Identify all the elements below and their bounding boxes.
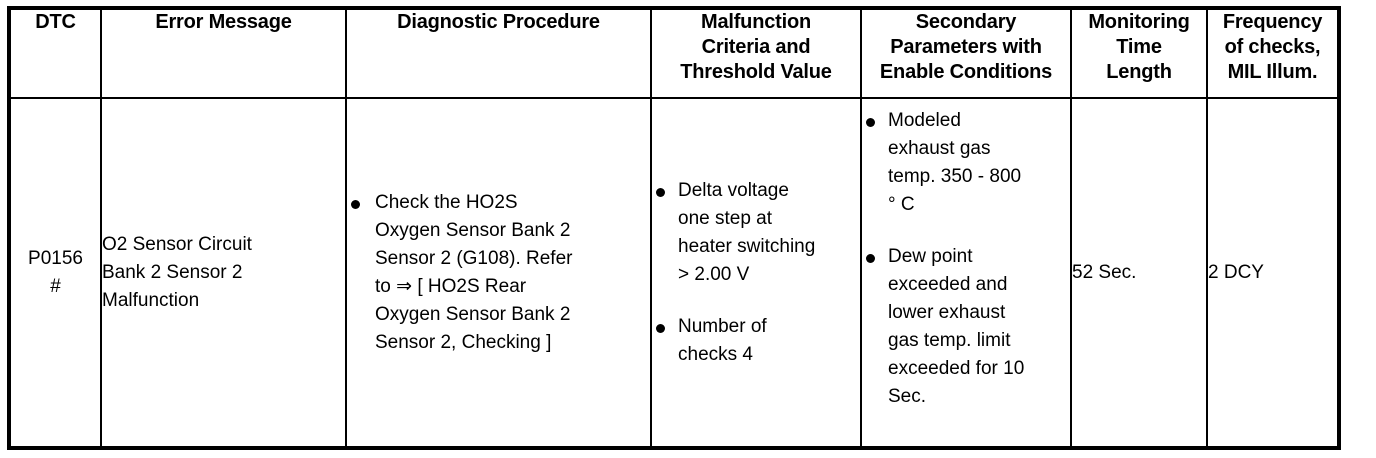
dtc-code-suffix: # — [50, 275, 61, 297]
header-row: DTC Error Message Diagnostic Procedure M… — [9, 7, 1339, 99]
bullet-icon — [866, 254, 875, 263]
list-item: Check the HO2S Oxygen Sensor Bank 2 Sens… — [347, 189, 650, 357]
error-message-line: Malfunction — [102, 289, 200, 311]
bullet-line: Number of — [678, 315, 767, 337]
header-line: Enable Conditions — [879, 61, 1053, 83]
diagnostic-procedure-list: Check the HO2S Oxygen Sensor Bank 2 Sens… — [347, 189, 650, 357]
bullet-line: Delta voltage — [678, 179, 789, 201]
error-message-line: O2 Sensor Circuit — [102, 233, 252, 255]
bullet-line: > 2.00 V — [678, 263, 750, 285]
column-header-malfunction-criteria: Malfunction Criteria and Threshold Value — [650, 7, 862, 99]
header-line: Criteria and — [701, 36, 811, 58]
cell-monitoring-time-length: 52 Sec. — [1070, 97, 1208, 449]
column-header-dtc: DTC — [9, 7, 102, 99]
list-item: Dew point exceeded and lower exhaust gas… — [862, 243, 1070, 411]
cell-secondary-parameters: Modeled exhaust gas temp. 350 - 800 ° C … — [860, 97, 1072, 449]
header-line: Secondary — [915, 11, 1017, 33]
header-line: Malfunction — [700, 11, 811, 33]
malfunction-criteria-list: Delta voltage one step at heater switchi… — [652, 177, 860, 369]
header-line: Parameters with — [890, 36, 1042, 58]
header-line: MIL Illum. — [1227, 61, 1318, 83]
column-header-frequency-of-checks: Frequency of checks, MIL Illum. — [1206, 7, 1339, 99]
bullet-line: Modeled — [888, 110, 961, 131]
cell-error-message: O2 Sensor Circuit Bank 2 Sensor 2 Malfun… — [100, 97, 347, 449]
list-item: Number of checks 4 — [652, 313, 860, 369]
column-header-error-message: Error Message — [100, 7, 347, 99]
bullet-line: checks 4 — [678, 343, 753, 365]
bullet-line: Oxygen Sensor Bank 2 — [375, 303, 571, 325]
header-line: Error Message — [155, 11, 292, 33]
header-line: Monitoring — [1088, 11, 1190, 33]
bullet-line: Oxygen Sensor Bank 2 — [375, 219, 571, 241]
bullet-line: temp. 350 - 800 — [888, 166, 1022, 187]
header-line: Threshold Value — [680, 61, 832, 83]
bullet-line: one step at — [678, 207, 773, 229]
table-row: P0156 # O2 Sensor Circuit Bank 2 Sensor … — [9, 97, 1339, 449]
column-header-secondary-parameters: Secondary Parameters with Enable Conditi… — [860, 7, 1072, 99]
table-body: P0156 # O2 Sensor Circuit Bank 2 Sensor … — [9, 97, 1339, 449]
bullet-line: Sensor 2 (G108). Refer — [375, 247, 573, 269]
table-header: DTC Error Message Diagnostic Procedure M… — [9, 7, 1339, 99]
bullet-line: exceeded and — [888, 274, 1008, 295]
list-item: Modeled exhaust gas temp. 350 - 800 ° C — [862, 107, 1070, 219]
header-line: Diagnostic Procedure — [397, 11, 600, 33]
cell-diagnostic-procedure: Check the HO2S Oxygen Sensor Bank 2 Sens… — [345, 97, 652, 449]
column-header-monitoring-time-length: Monitoring Time Length — [1070, 7, 1208, 99]
bullet-icon — [656, 187, 665, 197]
bullet-line: exceeded for 10 — [888, 358, 1025, 379]
dtc-code: P0156 — [28, 247, 83, 269]
bullet-icon — [351, 199, 360, 209]
bullet-icon — [656, 323, 665, 333]
bullet-line: ° C — [888, 194, 915, 215]
cell-malfunction-criteria: Delta voltage one step at heater switchi… — [650, 97, 862, 449]
header-line: Time — [1116, 36, 1162, 58]
list-item: Delta voltage one step at heater switchi… — [652, 177, 860, 289]
bullet-line: Sec. — [888, 386, 927, 407]
header-line: Length — [1106, 61, 1172, 83]
header-line: of checks, — [1224, 36, 1321, 58]
bullet-line: Sensor 2, Checking ] — [375, 331, 552, 353]
bullet-line: heater switching — [678, 235, 816, 257]
monitoring-time-value: 52 Sec. — [1072, 261, 1137, 283]
column-header-diagnostic-procedure: Diagnostic Procedure — [345, 7, 652, 99]
header-line: Frequency — [1222, 11, 1323, 33]
bullet-line: Dew point — [888, 246, 973, 267]
bullet-line: exhaust gas — [888, 138, 991, 159]
bullet-line: to ⇒ [ HO2S Rear — [375, 275, 527, 297]
cell-dtc-code: P0156 # — [9, 97, 102, 449]
frequency-value: 2 DCY — [1208, 261, 1264, 283]
cell-frequency-of-checks: 2 DCY — [1206, 97, 1339, 449]
bullet-line: Check the HO2S — [375, 191, 518, 213]
error-message-line: Bank 2 Sensor 2 — [102, 261, 243, 283]
bullet-icon — [866, 118, 875, 127]
secondary-parameters-list: Modeled exhaust gas temp. 350 - 800 ° C … — [862, 107, 1070, 411]
bullet-line: gas temp. limit — [888, 330, 1011, 351]
bullet-line: lower exhaust — [888, 302, 1006, 323]
dtc-table: DTC Error Message Diagnostic Procedure M… — [7, 6, 1341, 450]
header-line: DTC — [35, 11, 76, 33]
